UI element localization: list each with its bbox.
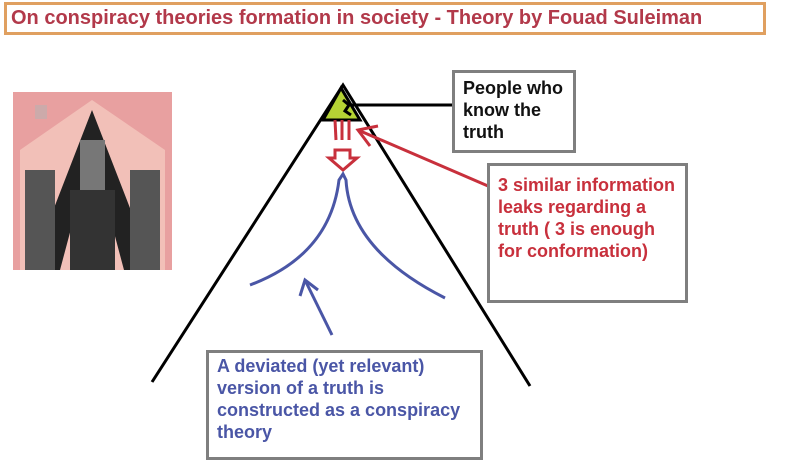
leak-arrow xyxy=(355,124,489,188)
artwork-image xyxy=(13,92,172,270)
pyramid-diagram xyxy=(13,82,532,387)
insiders-label: People who know the truth xyxy=(452,70,576,153)
diagram-title: On conspiracy theories formation in soci… xyxy=(4,2,766,35)
person-icon xyxy=(342,98,352,117)
pyramid-outline xyxy=(150,82,532,387)
leak-bars xyxy=(333,119,351,141)
theory-label: A deviated (yet relevant) version of a t… xyxy=(206,350,483,460)
theory-arrow xyxy=(298,277,334,336)
leaks-label: 3 similar information leaks regarding a … xyxy=(487,163,688,303)
down-arrow-icon xyxy=(324,148,362,172)
theory-curve xyxy=(249,171,446,300)
